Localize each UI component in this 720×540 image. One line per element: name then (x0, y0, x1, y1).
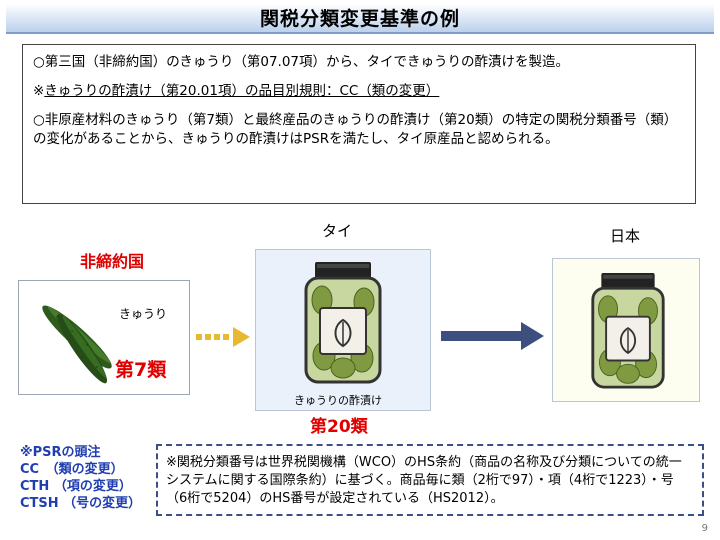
psr-notes: ※PSRの頭注 CC （類の変更） CTH （項の変更） CTSH （号の変更） (20, 444, 141, 512)
cucumber-class: 第7類 (115, 359, 167, 381)
solid-arrow-icon (441, 322, 544, 350)
intro-rule: ※きゅうりの酢漬け（第20.01項）の品目別規則：CC（類の変更） (33, 82, 685, 101)
rule-mark: ※ (33, 83, 45, 99)
cucumber-image (42, 305, 112, 384)
thai-label: タイ (322, 222, 353, 240)
title-bar: 関税分類変更基準の例 (6, 4, 714, 34)
intro-box: ○第三国（非締約国）のきゅうり（第07.07項）から、タイできゅうりの酢漬けを製… (22, 44, 696, 204)
cucumber-label: きゅうり (119, 307, 168, 321)
intro-line-1: ○第三国（非締約国）のきゅうり（第07.07項）から、タイできゅうりの酢漬けを製… (33, 54, 570, 70)
pickle-jar-image (304, 262, 382, 384)
page-title: 関税分類変更基準の例 (259, 8, 460, 30)
page-number: 9 (701, 523, 708, 534)
rule-text: きゅうりの酢漬け（第20.01項）の品目別規則：CC（類の変更） (44, 83, 440, 99)
pickle-jar-image-japan (591, 272, 665, 389)
psr-item-ctsh: CTSH （号の変更） (20, 496, 142, 511)
cucumber-box: きゅうり 第7類 (18, 280, 190, 395)
japan-label: 日本 (610, 227, 641, 245)
pickle-class: 第20類 (310, 417, 368, 437)
psr-item-cc: CC （類の変更） (20, 462, 124, 477)
hs-note-box: ※関税分類番号は世界税関機構（WCO）のHS条約（商品の名称及び分類についての統… (156, 444, 704, 516)
intro-line-3: ○非原産材料のきゅうり（第7類）と最終産品のきゅうりの酢漬け（第20類）の特定の… (33, 112, 678, 147)
thai-box: きゅうりの酢漬け (255, 249, 431, 411)
pickle-label: きゅうりの酢漬け (294, 394, 382, 407)
dotted-arrow-icon (196, 327, 250, 347)
psr-heading: ※PSRの頭注 (20, 445, 101, 460)
origin-label: 非締約国 (80, 252, 145, 271)
psr-item-cth: CTH （項の変更） (20, 479, 132, 494)
japan-box (552, 258, 700, 402)
